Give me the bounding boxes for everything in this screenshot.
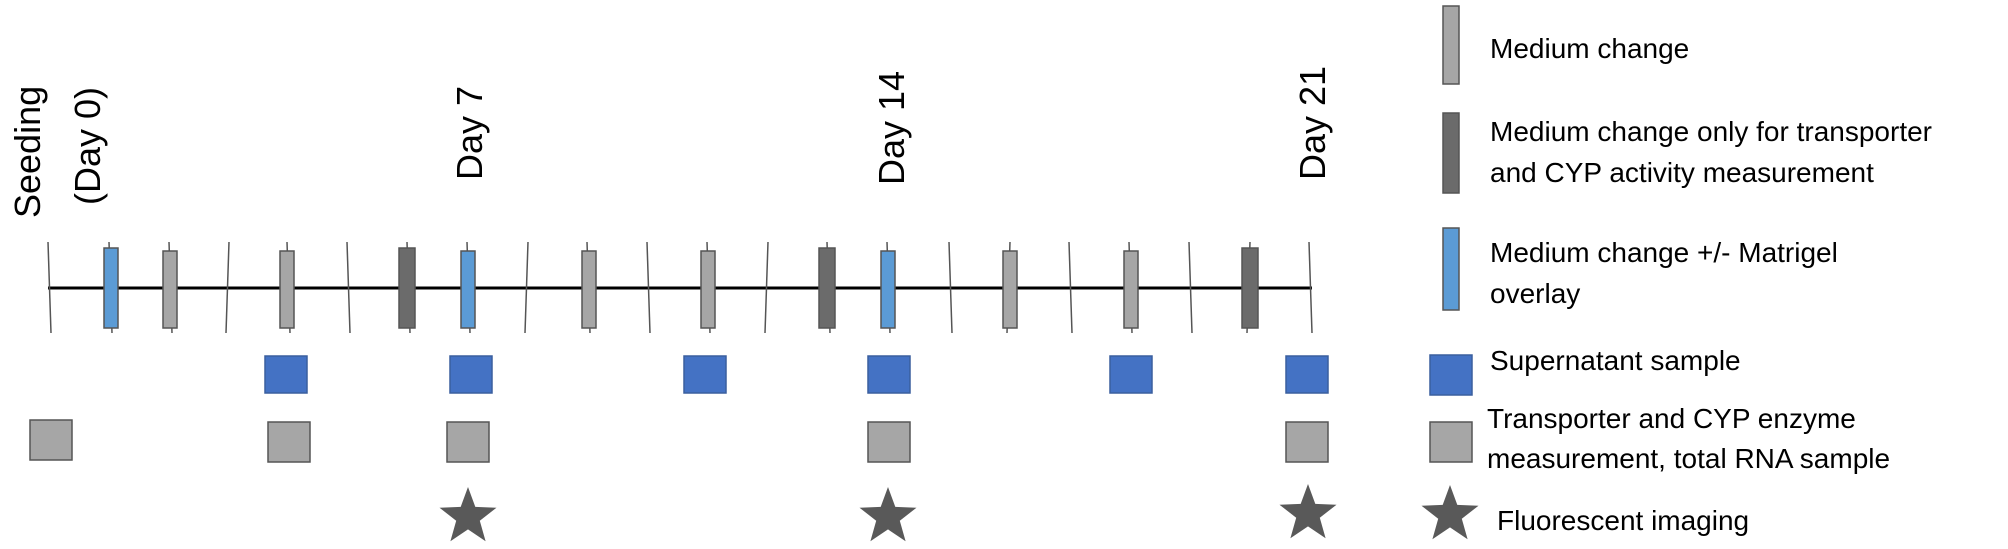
transporter-sample-marker — [1285, 421, 1329, 463]
imaging-star-icon — [859, 487, 917, 542]
supernatant-sample-marker — [1285, 355, 1329, 394]
day-tick — [1308, 241, 1313, 334]
legend-supernatant-label: Supernatant sample — [1490, 345, 1741, 376]
activity-medium-change-marker — [1241, 247, 1259, 329]
supernatant-samples — [264, 355, 1329, 394]
seeding-label: Seeding — [7, 86, 48, 218]
transporter-sample-marker — [29, 419, 73, 461]
legend-imaging-star-icon — [1421, 485, 1479, 540]
medium-change-marker — [279, 250, 295, 329]
day7-label: Day 7 — [449, 86, 490, 180]
day-tick — [524, 241, 529, 334]
supernatant-sample-marker — [449, 355, 493, 394]
day21-label: Day 21 — [1292, 66, 1333, 180]
medium-change-marker — [581, 250, 597, 329]
medium-change-marker — [700, 250, 716, 329]
matrigel-change-marker — [103, 247, 119, 329]
legend: Medium change Medium change only for tra… — [1421, 5, 1932, 540]
legend-medium-change-icon — [1442, 5, 1460, 85]
legend-activity-change-label-1: Medium change only for transporter — [1490, 116, 1932, 147]
day-tick — [764, 241, 769, 334]
day0-label: (Day 0) — [67, 87, 108, 205]
medium-change-marker — [162, 250, 178, 329]
transporter-sample-marker — [267, 421, 311, 463]
transporter-samples — [29, 419, 1329, 463]
day-tick — [225, 241, 230, 334]
supernatant-sample-marker — [264, 355, 308, 394]
legend-matrigel-label-2: overlay — [1490, 278, 1580, 309]
medium-change-marker — [1002, 250, 1018, 329]
legend-matrigel-label-1: Medium change +/- Matrigel — [1490, 237, 1838, 268]
day-tick — [1068, 241, 1073, 334]
imaging-star-icon — [1279, 484, 1337, 539]
legend-activity-change-icon — [1442, 112, 1460, 194]
legend-activity-change-label-2: and CYP activity measurement — [1490, 157, 1874, 188]
transporter-sample-marker — [446, 421, 490, 463]
medium-change-markers — [103, 247, 1259, 329]
day-tick — [47, 241, 52, 334]
supernatant-sample-marker — [867, 355, 911, 394]
day-tick — [646, 241, 651, 334]
legend-imaging-label: Fluorescent imaging — [1497, 505, 1749, 536]
day-tick — [948, 241, 953, 334]
supernatant-sample-marker — [1109, 355, 1153, 394]
imaging-star-icon — [439, 487, 497, 542]
day14-label: Day 14 — [871, 71, 912, 185]
activity-medium-change-marker — [398, 247, 416, 329]
matrigel-change-marker — [880, 250, 896, 329]
legend-transporter-label-2: measurement, total RNA sample — [1487, 443, 1890, 474]
medium-change-marker — [1123, 250, 1139, 329]
legend-matrigel-icon — [1442, 227, 1460, 311]
day-tick — [346, 241, 351, 334]
activity-medium-change-marker — [818, 247, 836, 329]
legend-medium-change-label: Medium change — [1490, 33, 1689, 64]
supernatant-sample-marker — [683, 355, 727, 394]
imaging-stars — [439, 484, 1337, 542]
matrigel-change-marker — [460, 250, 476, 329]
transporter-sample-marker — [867, 421, 911, 463]
day-tick — [1188, 241, 1193, 334]
legend-transporter-label-1: Transporter and CYP enzyme — [1487, 403, 1856, 434]
legend-supernatant-icon — [1429, 354, 1473, 396]
legend-transporter-icon — [1429, 421, 1473, 463]
